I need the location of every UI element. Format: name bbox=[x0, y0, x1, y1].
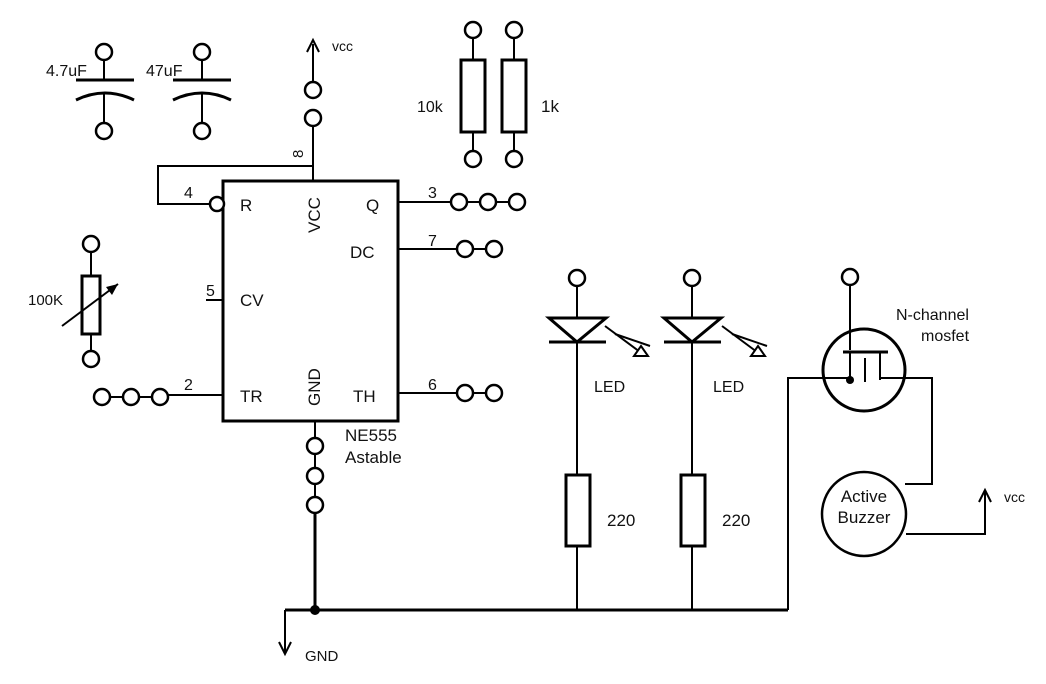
terminal[interactable] bbox=[463, 149, 483, 169]
mosfet-label-line2: mosfet bbox=[921, 328, 970, 345]
terminal[interactable] bbox=[150, 387, 170, 407]
resistor-label: 10k bbox=[417, 99, 444, 116]
pin-number-7: 7 bbox=[428, 233, 437, 250]
terminal[interactable] bbox=[455, 239, 475, 259]
terminal[interactable] bbox=[305, 436, 325, 456]
resistor-10k: 10k bbox=[417, 20, 487, 169]
chip-name: NE555 bbox=[345, 426, 397, 445]
pin-7-discharge: 7 bbox=[398, 233, 504, 259]
pin-number-5: 5 bbox=[206, 283, 215, 300]
pin-number-6: 6 bbox=[428, 377, 437, 394]
pin-number-8: 8 bbox=[290, 150, 307, 158]
mosfet-label-line1: N-channel bbox=[896, 307, 969, 324]
active-buzzer: Active Buzzer vcc bbox=[820, 470, 1025, 558]
terminal[interactable] bbox=[682, 268, 702, 288]
vcc-arrow-icon bbox=[306, 37, 320, 53]
pin-label-r: R bbox=[240, 196, 252, 215]
resistor-label: 1k bbox=[541, 97, 559, 116]
terminal[interactable] bbox=[455, 383, 475, 403]
pin-8-vcc: vcc 8 bbox=[290, 37, 353, 181]
led-branch-2: LED 220 bbox=[659, 268, 768, 610]
pin-label-gnd: GND bbox=[305, 368, 324, 406]
resistor-1k: 1k bbox=[500, 20, 559, 169]
resistor-label: 220 bbox=[607, 511, 635, 530]
potentiometer-100k: 100K bbox=[28, 234, 119, 369]
terminal[interactable] bbox=[504, 149, 524, 169]
terminal[interactable] bbox=[305, 466, 325, 486]
terminal[interactable] bbox=[192, 42, 212, 62]
terminal[interactable] bbox=[840, 267, 860, 287]
led-icon bbox=[544, 316, 611, 344]
pin-number-3: 3 bbox=[428, 185, 437, 202]
gnd-label: GND bbox=[305, 648, 339, 665]
pin-number-4: 4 bbox=[184, 185, 193, 202]
pin-label-tr: TR bbox=[240, 387, 263, 406]
terminal[interactable] bbox=[94, 42, 114, 62]
terminal[interactable] bbox=[305, 495, 325, 515]
terminal[interactable] bbox=[94, 121, 114, 141]
capacitor-label: 47uF bbox=[146, 63, 183, 80]
pin-gnd bbox=[305, 421, 325, 610]
terminal[interactable] bbox=[192, 121, 212, 141]
junction-dot bbox=[310, 605, 320, 615]
n-channel-mosfet: N-channel mosfet bbox=[787, 267, 970, 610]
pin-number-2: 2 bbox=[184, 377, 193, 394]
pin-label-th: TH bbox=[353, 387, 376, 406]
pin-label-dc: DC bbox=[350, 243, 375, 262]
capacitor-47uf: 47uF bbox=[146, 42, 232, 141]
buzzer-label-line1: Active bbox=[841, 487, 887, 506]
terminal[interactable] bbox=[81, 349, 101, 369]
terminal[interactable] bbox=[463, 20, 483, 40]
terminal[interactable] bbox=[303, 108, 323, 128]
pin-4-reset: 4 bbox=[157, 165, 313, 213]
led-label: LED bbox=[713, 379, 744, 396]
terminal[interactable] bbox=[92, 387, 112, 407]
vcc-label: vcc bbox=[332, 38, 353, 54]
terminal[interactable] bbox=[504, 20, 524, 40]
pin-2-trigger: 2 bbox=[92, 377, 223, 407]
resistor-220-1 bbox=[564, 473, 592, 548]
terminal[interactable] bbox=[121, 387, 141, 407]
pin-label-cv: CV bbox=[240, 291, 264, 310]
pin-5-control: 5 bbox=[206, 283, 223, 301]
chip-mode: Astable bbox=[345, 448, 402, 467]
pin-label-vcc: VCC bbox=[305, 197, 324, 233]
vcc-arrow-icon bbox=[978, 487, 992, 503]
resistor-label: 220 bbox=[722, 511, 750, 530]
pin-3-output: 3 bbox=[398, 185, 527, 212]
resistor-220-2 bbox=[679, 473, 707, 548]
led-branch-1: LED 220 bbox=[544, 268, 651, 610]
ground-bus: GND bbox=[278, 605, 788, 665]
terminal[interactable] bbox=[303, 80, 323, 100]
pin-label-q: Q bbox=[366, 196, 379, 215]
terminal[interactable] bbox=[567, 268, 587, 288]
terminal[interactable] bbox=[484, 239, 504, 259]
vcc-label: vcc bbox=[1004, 489, 1025, 505]
potentiometer-label: 100K bbox=[28, 292, 63, 309]
terminal[interactable] bbox=[484, 383, 504, 403]
terminal[interactable] bbox=[478, 192, 498, 212]
pin-6-threshold: 6 bbox=[398, 377, 504, 403]
capacitor-4-7uf: 4.7uF bbox=[46, 42, 135, 141]
arrow-icon bbox=[61, 283, 119, 327]
capacitor-label: 4.7uF bbox=[46, 63, 87, 80]
buzzer-label-line2: Buzzer bbox=[838, 508, 891, 527]
terminal[interactable] bbox=[208, 195, 226, 213]
terminal[interactable] bbox=[81, 234, 101, 254]
terminal[interactable] bbox=[507, 192, 527, 212]
led-icon bbox=[659, 316, 726, 344]
terminal[interactable] bbox=[449, 192, 469, 212]
led-label: LED bbox=[594, 379, 625, 396]
ne555-chip: R Q DC CV TR TH VCC GND NE555 Astable bbox=[221, 179, 402, 467]
gnd-arrow-icon bbox=[278, 641, 292, 657]
